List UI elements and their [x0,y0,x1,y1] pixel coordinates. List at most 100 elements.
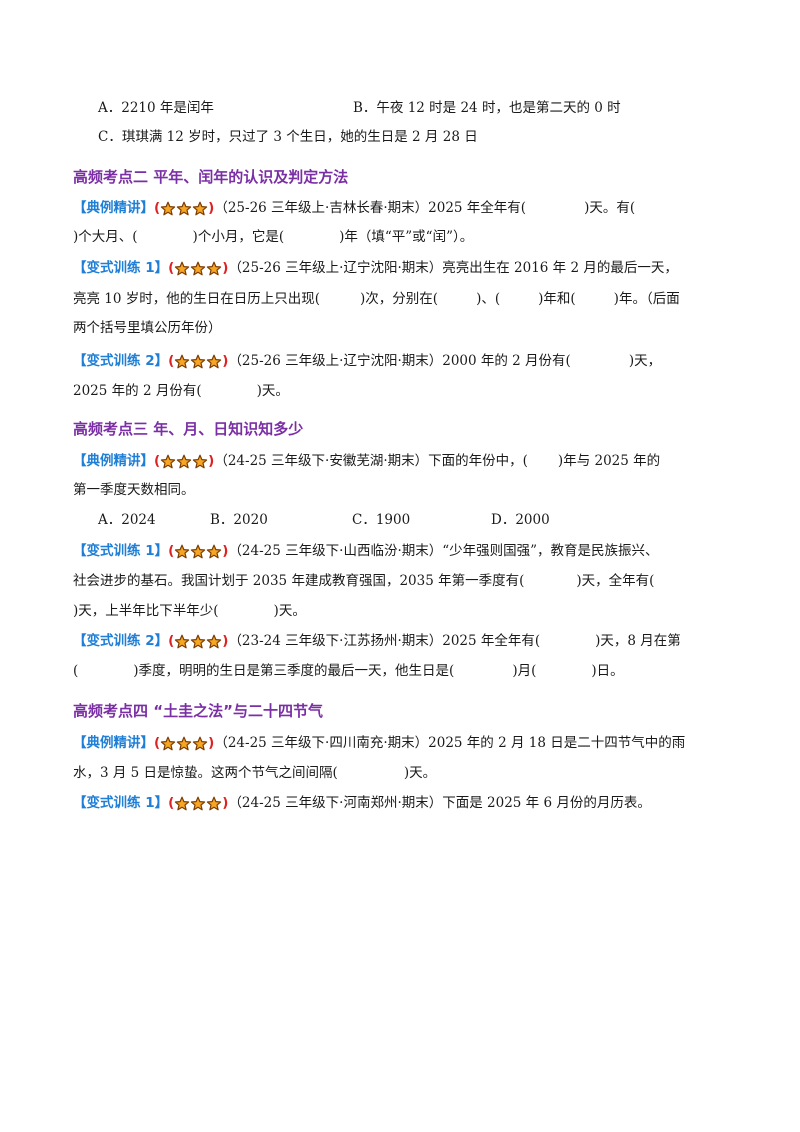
question-text: )年（填“平”或“闰”）。 [339,229,474,245]
option-b[interactable]: B．2020 [210,512,268,528]
sec2-example-line1: 【典例精讲】()（25-26 三年级上·吉林长春·期末）2025 年全年有()天… [73,198,753,221]
question-text: )日。 [591,663,624,679]
question-text: )年。（后面 [613,291,680,307]
sec4-example-line2: 水，3 月 5 日是惊蛰。这两个节气之间间隔( )天。 [73,763,753,783]
star-rating-icon [174,634,222,654]
question-text: )个大月、( [73,229,138,245]
example-tag: 【典例精讲】 [73,735,154,751]
question-text: 下面的年份中，( [428,453,528,469]
option-line-ab: A．2210 年是闰年 B．午夜 12 时是 24 时，也是第二天的 0 时 [98,98,778,118]
variant-tag: 【变式训练 1】 [73,543,169,559]
star-icon [207,544,222,559]
star-icon [207,634,222,649]
star-icon [207,261,222,276]
question-text: )次，分别在( [360,291,439,307]
question-text: 2025 年的 2 月份有( [73,383,202,399]
example-tag: 【典例精讲】 [73,200,154,216]
star-rating-icon [174,261,222,281]
difficulty-rating: () [168,795,228,811]
difficulty-rating: () [154,200,214,216]
question-text: )月( [512,663,537,679]
star-icon [191,796,206,811]
star-icon [176,201,192,216]
question-text: )天。 [403,765,437,781]
star-icon [191,634,206,649]
question-source: （25-26 三年级上·辽宁沈阳·期末） [228,353,443,369]
star-icon [175,796,190,811]
section-heading-3: 高频考点三 年、月、日知识知多少 [73,420,304,438]
variant-tag: 【变式训练 1】 [73,260,169,276]
question-source: （24-25 三年级下·安徽芜湖·期末） [214,453,429,469]
variant-tag: 【变式训练 1】 [73,795,169,811]
variant-tag: 【变式训练 2】 [73,633,169,649]
star-icon [191,544,206,559]
star-rating-icon [160,736,208,756]
star-icon [191,354,206,369]
question-text: )年和( [538,291,576,307]
section-heading-4: 高频考点四 “土圭之法”与二十四节气 [73,702,323,720]
star-icon [176,454,192,469]
question-text: 2025 年全年有( [442,633,541,649]
star-icon [175,261,190,276]
sec3-example-line1: 【典例精讲】()（24-25 三年级下·安徽芜湖·期末）下面的年份中，()年与 … [73,451,753,474]
sec3-variant1-line3: )天，上半年比下半年少( )天。 [73,601,753,621]
star-icon [175,544,190,559]
difficulty-rating: () [168,543,228,559]
variant-tag: 【变式训练 2】 [73,353,169,369]
option-d[interactable]: D．2000 [491,512,550,528]
option-a[interactable]: A．2024 [98,512,156,528]
question-text: 第一季度天数相同。 [73,482,195,498]
difficulty-rating: () [168,353,228,369]
star-rating-icon [174,796,222,816]
question-text: )天，8 月在第 [595,633,681,649]
star-rating-icon [174,544,222,564]
star-rating-icon [160,454,208,474]
question-text: )天。 [273,603,306,619]
sec2-variant2-line1: 【变式训练 2】()（25-26 三年级上·辽宁沈阳·期末）2000 年的 2 … [73,351,753,374]
sec2-variant1-line1: 【变式训练 1】()（25-26 三年级上·辽宁沈阳·期末）亮亮出生在 2016… [73,258,753,281]
option-c[interactable]: C．1900 [352,512,411,528]
question-text: 水，3 月 5 日是惊蛰。这两个节气之间间隔( [73,765,338,781]
question-text: 亮亮出生在 2016 年 2 月的最后一天， [442,260,678,276]
example-tag: 【典例精讲】 [73,453,154,469]
star-icon [175,354,190,369]
sec3-variant1-line1: 【变式训练 1】()（24-25 三年级下·山西临汾·期末）“少年强则国强”，教… [73,541,753,564]
sec3-variant2-line1: 【变式训练 2】()（23-24 三年级下·江苏扬州·期末）2025 年全年有(… [73,631,753,654]
question-source: （24-25 三年级下·四川南充·期末） [214,735,429,751]
section-heading-2: 高频考点二 平年、闰年的认识及判定方法 [73,168,349,186]
option-line-c: C．琪琪满 12 岁时，只过了 3 个生日，她的生日是 2 月 28 日 [98,127,778,147]
question-text: )天，全年有( [576,573,655,589]
question-text: 下面是 2025 年 6 月份的月历表。 [442,795,651,811]
question-text: 2025 年全年有( [428,200,527,216]
star-icon [207,354,222,369]
star-icon [191,261,206,276]
option-b: B．午夜 12 时是 24 时，也是第二天的 0 时 [353,100,621,116]
star-icon [192,201,208,216]
question-source: （24-25 三年级下·山西临汾·期末） [228,543,443,559]
option-a: A．2210 年是闰年 [98,100,214,116]
question-text: )天，上半年比下半年少( [73,603,219,619]
question-source: （23-24 三年级下·江苏扬州·期末） [228,633,443,649]
question-text: ( [73,663,79,679]
question-text: 2025 年的 2 月 18 日是二十四节气中的雨 [428,735,686,751]
question-text: )年与 2025 年的 [557,453,661,469]
sec4-variant1-line1: 【变式训练 1】()（24-25 三年级下·河南郑州·期末）下面是 2025 年… [73,793,753,816]
sec2-variant2-line2: 2025 年的 2 月份有( )天。 [73,381,753,401]
star-icon [160,454,176,469]
star-icon [176,736,192,751]
star-icon [192,736,208,751]
star-icon [175,634,190,649]
question-text: 2000 年的 2 月份有( [442,353,571,369]
question-text: )天。 [256,383,289,399]
sec2-variant1-line2: 亮亮 10 岁时，他的生日在日历上只出现()次，分别在()、()年和()年。（后… [73,289,753,309]
question-text: )季度，明明的生日是第三季度的最后一天，他生日是( [133,663,455,679]
question-source: （25-26 三年级上·吉林长春·期末） [214,200,429,216]
star-icon [192,454,208,469]
star-icon [160,201,176,216]
question-text: 社会进步的基石。我国计划于 2035 年建成教育强国，2035 年第一季度有( [73,573,525,589]
sec4-example-line1: 【典例精讲】()（24-25 三年级下·四川南充·期末）2025 年的 2 月 … [73,733,753,756]
sec2-variant1-line3: 两个括号里填公历年份） [73,318,753,338]
sec2-example-line2: )个大月、( )个小月，它是( )年（填“平”或“闰”）。 [73,227,753,247]
question-text: )个小月，它是( [192,229,285,245]
